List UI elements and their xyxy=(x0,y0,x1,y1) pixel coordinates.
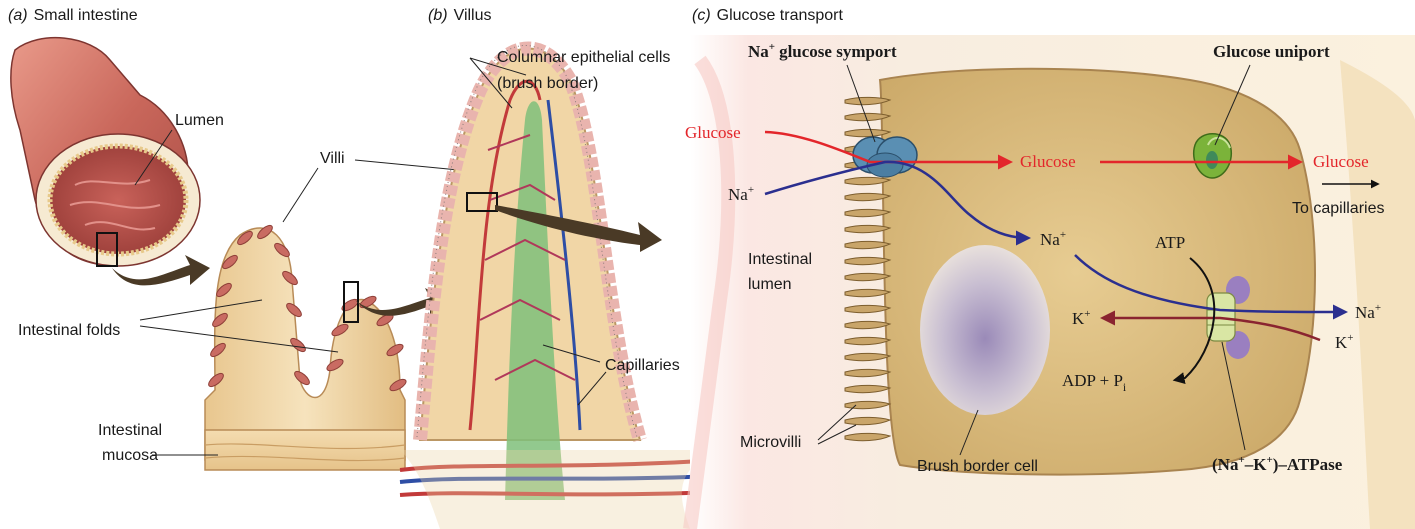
submucosa xyxy=(400,450,720,529)
glucose-label-lumen: Glucose xyxy=(685,123,741,142)
glucose-label-cell: Glucose xyxy=(1020,152,1076,171)
panel-b: (b)Villus Columnar epithelial cells (bru… xyxy=(400,7,720,529)
nucleus-icon xyxy=(920,245,1050,415)
to-capillaries-label: To capillaries xyxy=(1292,200,1384,217)
intestinal-lumen-label-2: lumen xyxy=(748,276,792,293)
panel-a-title: (a)Small intestine xyxy=(8,7,138,24)
villi-leader xyxy=(283,168,318,222)
epithelial-label-1: Columnar epithelial cells xyxy=(497,49,670,66)
intestinal-folds-label: Intestinal folds xyxy=(18,322,120,339)
mucosa-label-1: Intestinal xyxy=(98,422,162,439)
epithelial-label-2: (brush border) xyxy=(497,75,598,92)
atp-label: ATP xyxy=(1155,233,1185,252)
panel-c: (c)Glucose transport xyxy=(685,7,1415,529)
villi-label: Villi xyxy=(320,150,345,167)
lumen-label: Lumen xyxy=(175,112,224,129)
symport-protein-icon xyxy=(853,137,917,177)
microvilli-label: Microvilli xyxy=(740,434,801,451)
uniport-label: Glucose uniport xyxy=(1213,42,1330,61)
mucosa-label-2: mucosa xyxy=(102,447,158,464)
capillaries-label: Capillaries xyxy=(605,357,680,374)
panel-c-title: (c)Glucose transport xyxy=(692,7,843,24)
panel-b-title: (b)Villus xyxy=(428,7,492,24)
glucose-label-blood: Glucose xyxy=(1313,152,1369,171)
brush-border-cell-label: Brush border cell xyxy=(917,458,1038,475)
uniport-protein-icon xyxy=(1194,134,1232,178)
atpase-label: (Na+–K+)–ATPase xyxy=(1212,454,1343,474)
intestinal-lumen-label-1: Intestinal xyxy=(748,251,812,268)
